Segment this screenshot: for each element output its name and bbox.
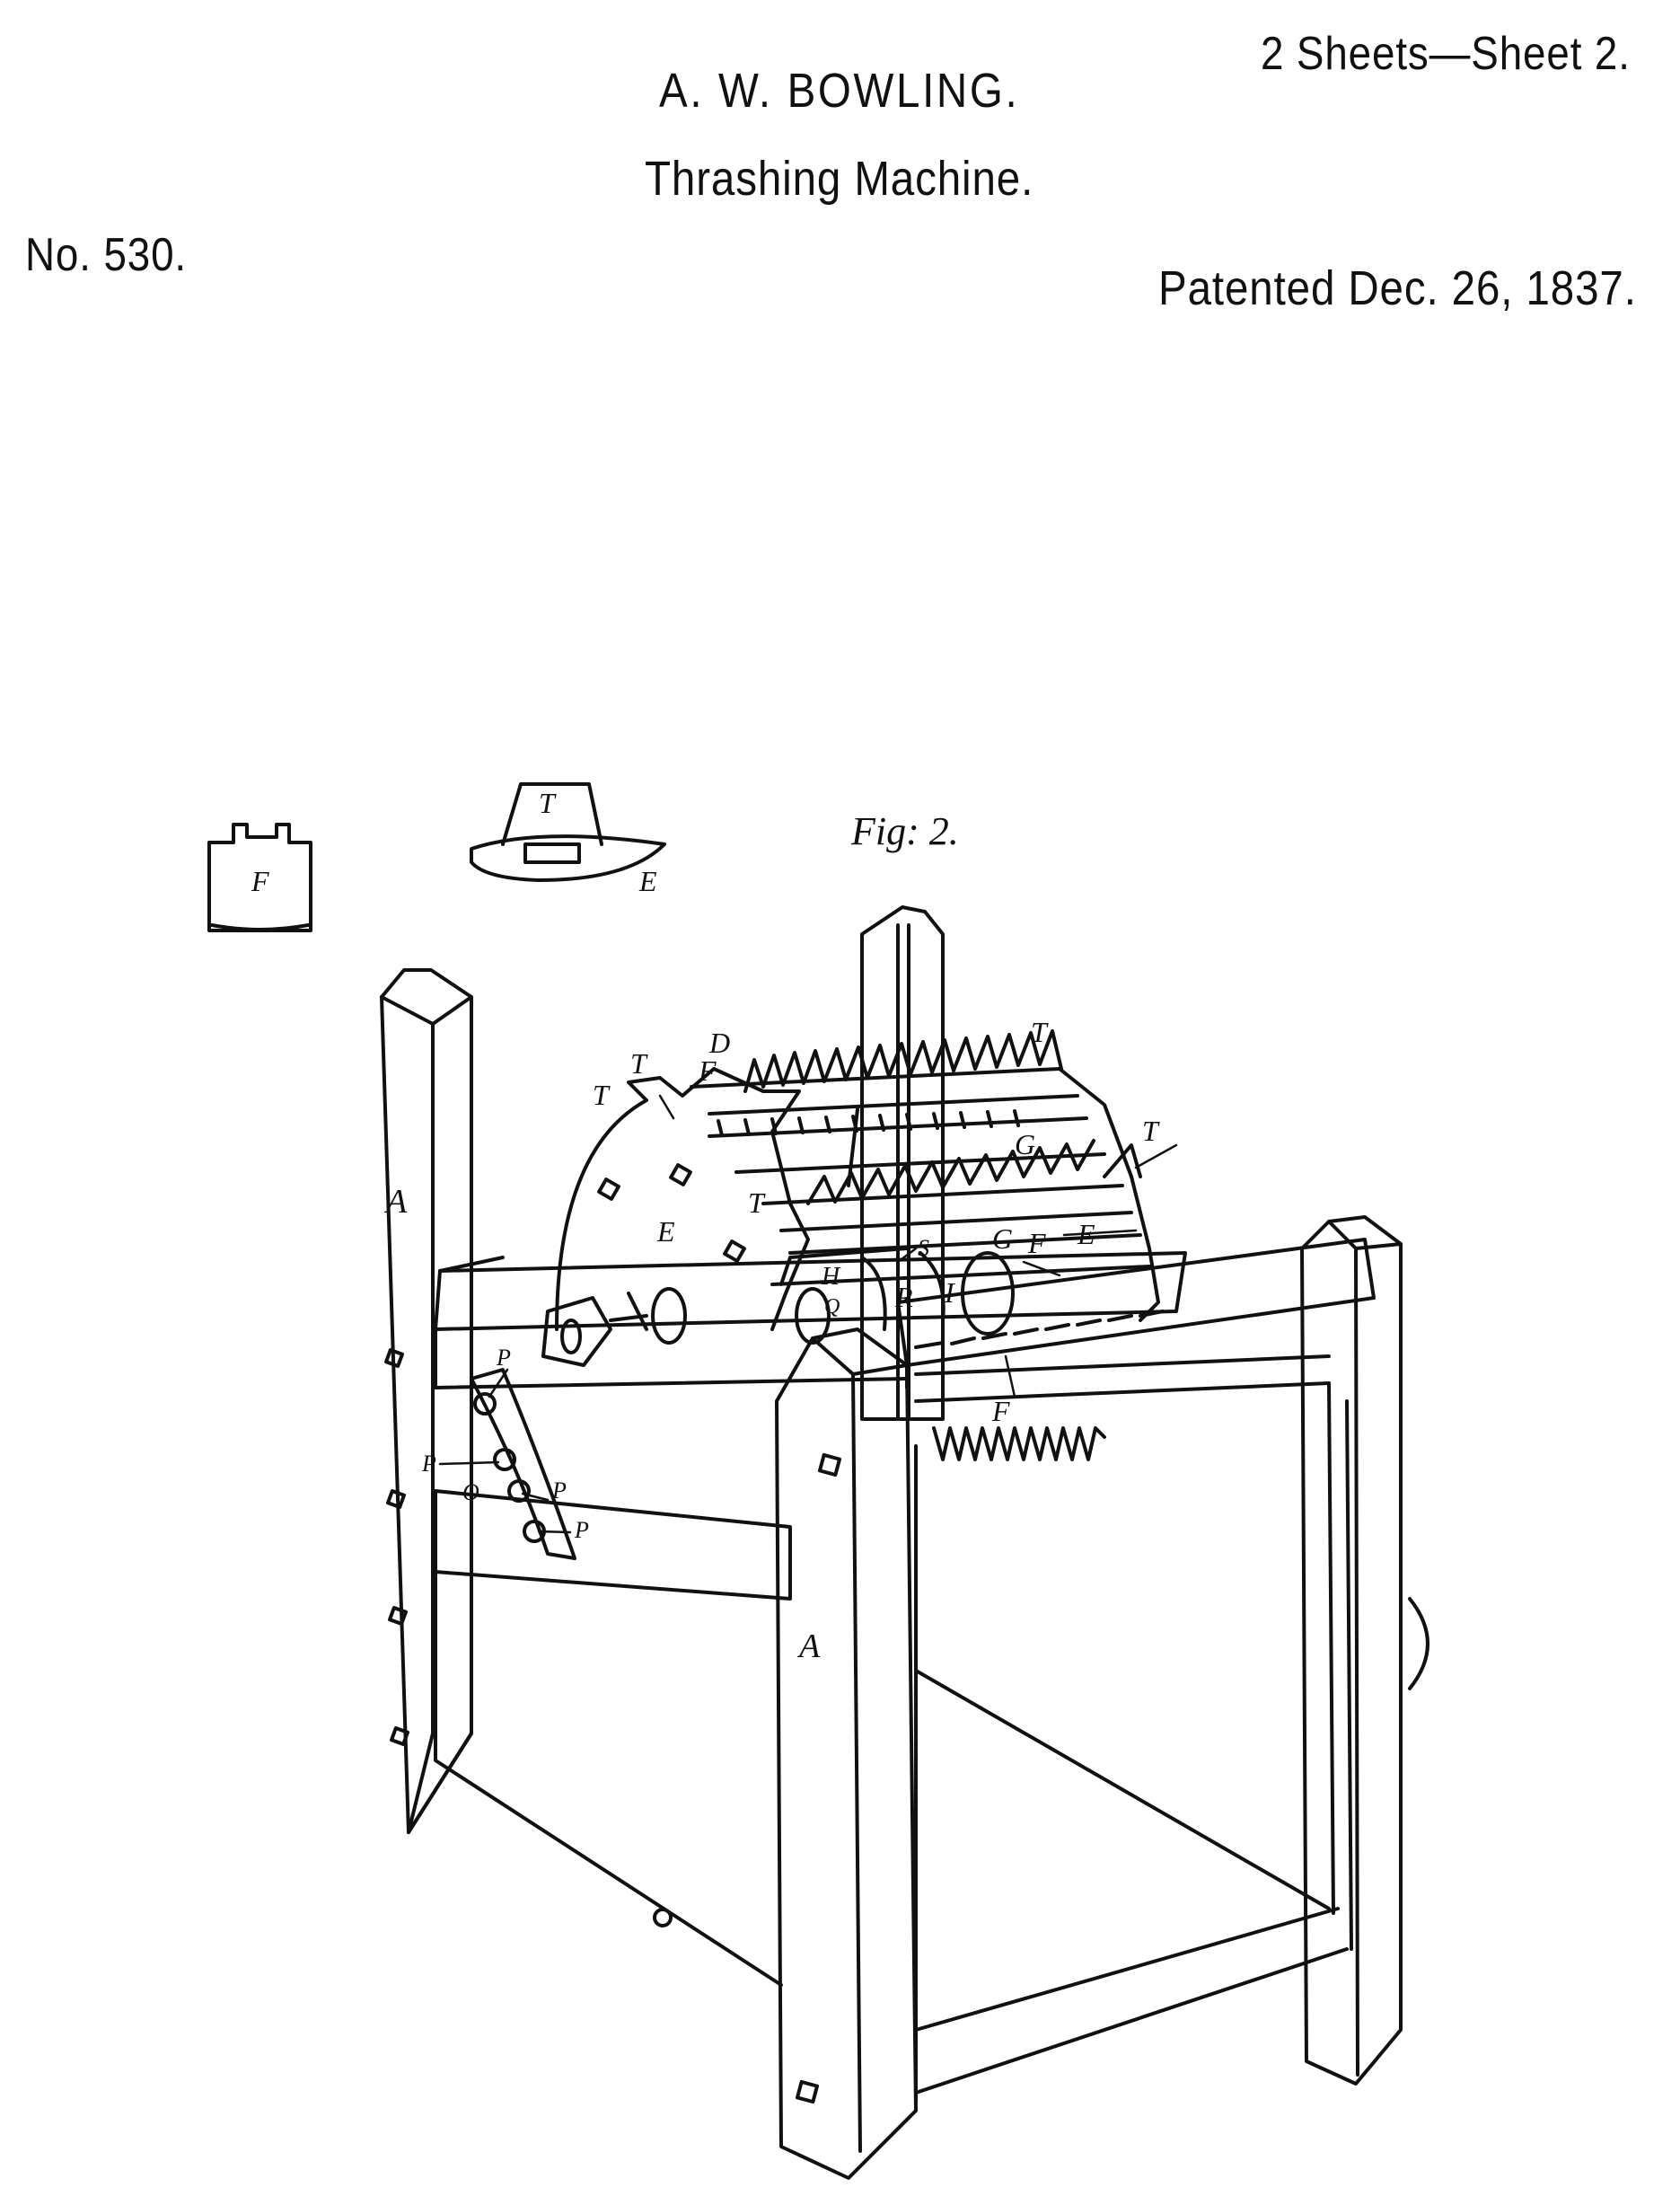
label-p-left: P	[421, 1451, 436, 1477]
label-d: D	[708, 1027, 730, 1059]
drum-shaft	[779, 1247, 1015, 1345]
label-t-top-left: T	[630, 1047, 648, 1080]
left-post	[380, 968, 473, 1834]
leader-lines	[438, 1094, 1178, 1534]
detail-piece-f	[207, 823, 312, 932]
patent-number: No. 530.	[25, 229, 188, 281]
label-p-top: P	[496, 1345, 511, 1371]
label-a-left: A	[383, 1183, 408, 1221]
label-f-lower: F	[991, 1395, 1010, 1427]
label-t-right: T	[1142, 1115, 1160, 1147]
label-a-front: A	[796, 1627, 821, 1665]
label-g-right: G	[992, 1222, 1013, 1255]
label-s: S	[918, 1235, 929, 1261]
adjustment-quadrant	[470, 1368, 576, 1560]
front-top-beam	[434, 1251, 1187, 1389]
right-front-post	[775, 1327, 918, 2180]
patent-inventor: A. W. BOWLING.	[659, 64, 1020, 118]
label-f-top: F	[698, 1054, 717, 1087]
label-t-detail: T	[539, 787, 557, 819]
label-e-detail: E	[638, 865, 657, 897]
label-q: Q	[824, 1295, 840, 1319]
label-o: O	[462, 1479, 479, 1505]
label-t-middle: T	[748, 1186, 766, 1219]
fig-caption: Fig: 2.	[850, 809, 959, 853]
label-p-bottom: P	[574, 1517, 589, 1543]
patent-date: Patented Dec. 26, 1837.	[1158, 261, 1637, 315]
label-r: R	[894, 1281, 913, 1313]
label-e-disk: E	[656, 1215, 675, 1248]
drum-disk-left	[555, 1067, 810, 1331]
frame-boards	[434, 1354, 1429, 2104]
patent-title: Thrashing Machine.	[645, 152, 1034, 206]
label-i: I	[944, 1276, 955, 1309]
label-e-right: E	[1077, 1218, 1095, 1250]
label-f-detail: F	[251, 865, 269, 897]
right-top-rail	[896, 1238, 1376, 1461]
crank-bearing	[541, 1287, 687, 1367]
label-p-mid: P	[551, 1477, 567, 1504]
label-t-top-right: T	[1031, 1016, 1049, 1048]
label-f-right: F	[1027, 1227, 1046, 1259]
sheet-indicator: 2 Sheets—Sheet 2.	[1261, 28, 1631, 80]
detail-piece-t	[470, 782, 666, 882]
beater-drum	[690, 1029, 1160, 1322]
label-g-top: G	[1015, 1128, 1035, 1160]
label-t-left: T	[593, 1079, 611, 1111]
label-h: H	[821, 1263, 841, 1291]
far-right-post	[1300, 1215, 1403, 2086]
